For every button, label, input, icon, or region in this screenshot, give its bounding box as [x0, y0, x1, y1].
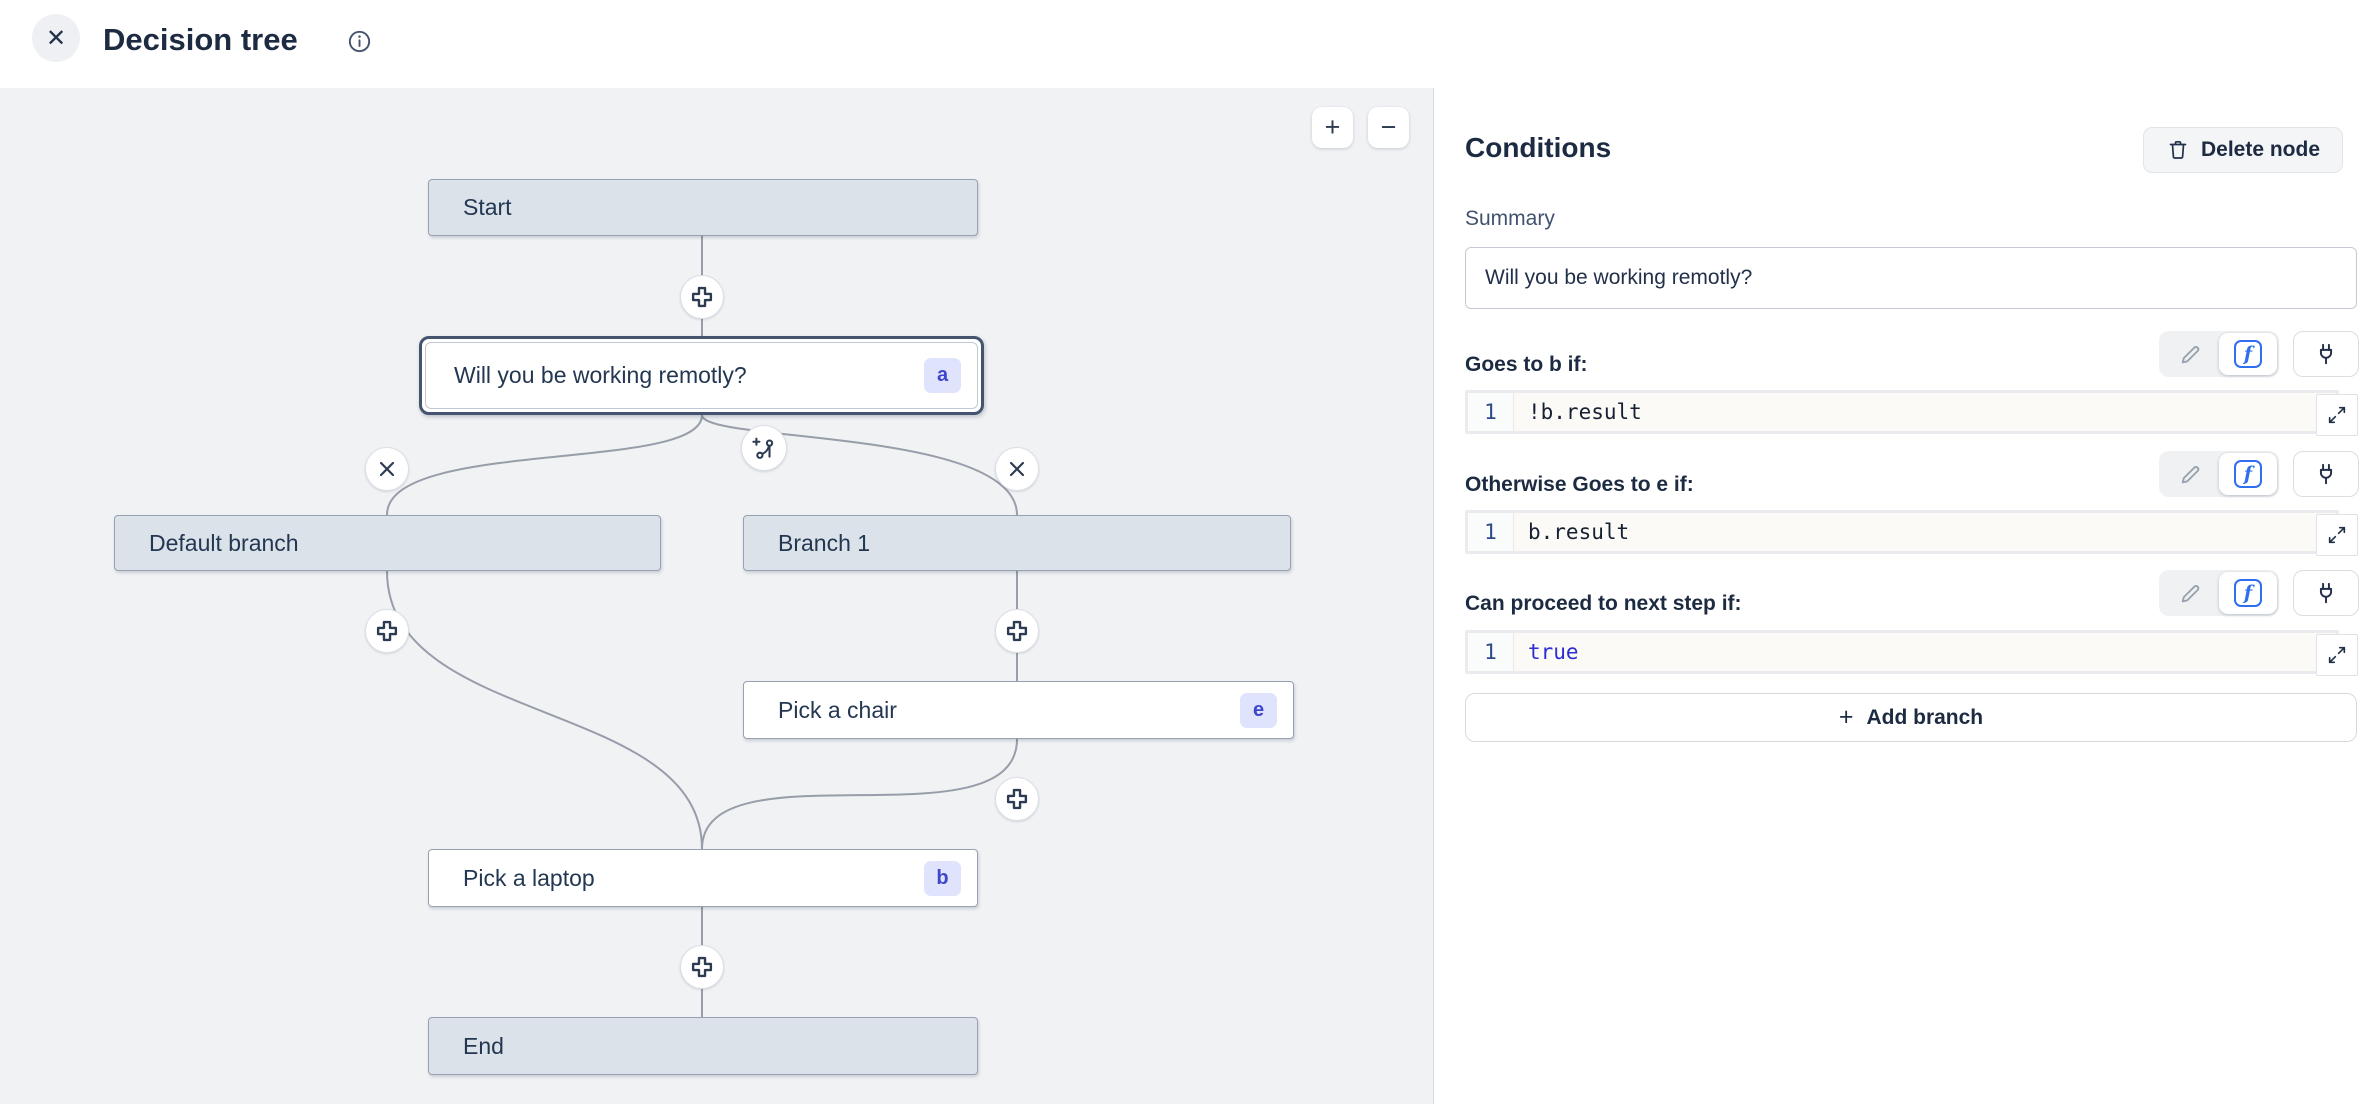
node-pick-a-chair[interactable]: Pick a chair e — [743, 681, 1294, 739]
plus-icon — [689, 284, 715, 310]
close-button[interactable]: ✕ — [32, 14, 80, 62]
delete-edge-button[interactable] — [995, 447, 1039, 491]
mode-segmented-control: f — [2159, 331, 2279, 377]
insert-node-button[interactable] — [365, 609, 409, 653]
branch-plus-icon — [751, 435, 777, 461]
plus-icon — [689, 954, 715, 980]
formula-mode-button[interactable]: f — [2219, 453, 2277, 495]
summary-input[interactable] — [1465, 247, 2357, 309]
formula-icon: f — [2234, 579, 2262, 607]
condition-label: Otherwise Goes to e if: — [1465, 473, 1694, 496]
line-number: 1 — [1468, 633, 1514, 671]
panel-title: Conditions — [1465, 132, 1612, 163]
line-number: 1 — [1468, 393, 1514, 431]
pencil-icon — [2178, 462, 2203, 487]
summary-label: Summary — [1465, 207, 1555, 230]
node-card: Will you be working remotly? a — [425, 342, 978, 409]
condition-mode-toolbar: f — [2159, 331, 2359, 377]
expand-icon — [2326, 524, 2348, 546]
edit-mode-button[interactable] — [2161, 333, 2219, 375]
code-editor[interactable]: 1 !b.result — [1465, 390, 2358, 436]
zoom-out-button[interactable]: − — [1368, 107, 1409, 148]
delete-edge-button[interactable] — [365, 447, 409, 491]
insert-node-button[interactable] — [995, 609, 1039, 653]
connector-button[interactable] — [2293, 570, 2359, 616]
code-expression[interactable]: !b.result — [1528, 400, 1642, 424]
formula-icon: f — [2234, 340, 2262, 368]
expand-editor-button[interactable] — [2316, 634, 2358, 676]
expand-editor-button[interactable] — [2316, 514, 2358, 556]
plug-icon — [2313, 461, 2339, 487]
flow-canvas[interactable]: Start Will you be working remotly? a Def… — [0, 88, 1433, 1104]
add-branch-node-button[interactable] — [741, 425, 787, 471]
trash-icon — [2166, 138, 2190, 162]
node-badge: e — [1240, 692, 1277, 728]
formula-icon: f — [2234, 460, 2262, 488]
formula-mode-button[interactable]: f — [2219, 333, 2277, 375]
node-end[interactable]: End — [428, 1017, 978, 1075]
plus-icon — [374, 618, 400, 644]
delete-node-label: Delete node — [2200, 138, 2320, 161]
conditions-panel: Conditions Delete node Summary Goes to b… — [1433, 88, 2373, 1104]
plug-icon — [2313, 580, 2339, 606]
condition-mode-toolbar: f — [2159, 451, 2359, 497]
insert-node-button[interactable] — [680, 945, 724, 989]
mode-segmented-control: f — [2159, 570, 2279, 616]
node-branch-1[interactable]: Branch 1 — [743, 515, 1291, 571]
condition-mode-toolbar: f — [2159, 570, 2359, 616]
pencil-icon — [2178, 342, 2203, 367]
node-pick-a-laptop[interactable]: Pick a laptop b — [428, 849, 978, 907]
node-label: Pick a chair — [778, 696, 897, 723]
edit-mode-button[interactable] — [2161, 453, 2219, 495]
pencil-icon — [2178, 581, 2203, 606]
close-icon — [374, 456, 400, 482]
node-label: Default branch — [149, 529, 299, 556]
code-expression[interactable]: b.result — [1528, 520, 1630, 544]
insert-node-button[interactable] — [680, 275, 724, 319]
insert-node-button[interactable] — [995, 777, 1039, 821]
info-icon[interactable] — [346, 28, 373, 55]
code-editor[interactable]: 1 b.result — [1465, 510, 2358, 556]
node-start[interactable]: Start — [428, 179, 978, 236]
connector-button[interactable] — [2293, 451, 2359, 497]
node-label: End — [463, 1032, 504, 1059]
add-branch-label: Add branch — [1866, 705, 1984, 729]
edit-mode-button[interactable] — [2161, 572, 2219, 614]
mode-segmented-control: f — [2159, 451, 2279, 497]
plug-icon — [2313, 341, 2339, 367]
node-question-selected[interactable]: Will you be working remotly? a — [419, 336, 984, 415]
zoom-in-button[interactable]: + — [1312, 107, 1353, 148]
node-default-branch[interactable]: Default branch — [114, 515, 661, 571]
plus-icon: + — [1838, 703, 1854, 731]
expand-icon — [2326, 404, 2348, 426]
node-label: Will you be working remotly? — [454, 362, 747, 388]
node-badge: b — [924, 860, 961, 896]
formula-mode-button[interactable]: f — [2219, 572, 2277, 614]
delete-node-button[interactable]: Delete node — [2142, 127, 2343, 173]
page-title: Decision tree — [103, 22, 298, 57]
code-editor[interactable]: 1 true — [1465, 630, 2358, 676]
code-expression[interactable]: true — [1528, 640, 1579, 664]
node-label: Branch 1 — [778, 529, 871, 556]
condition-label: Goes to b if: — [1465, 353, 1588, 376]
app-header: ✕ Decision tree — [0, 0, 2373, 88]
line-number: 1 — [1468, 513, 1514, 551]
expand-editor-button[interactable] — [2316, 394, 2358, 436]
node-label: Start — [463, 194, 512, 220]
expand-icon — [2326, 644, 2348, 666]
plus-icon — [1004, 618, 1030, 644]
close-icon — [1004, 456, 1030, 482]
connector-button[interactable] — [2293, 331, 2359, 377]
plus-icon — [1004, 786, 1030, 812]
condition-label: Can proceed to next step if: — [1465, 592, 1742, 615]
node-badge: a — [924, 358, 961, 393]
node-label: Pick a laptop — [463, 864, 595, 891]
add-branch-button[interactable]: + Add branch — [1465, 693, 2357, 742]
